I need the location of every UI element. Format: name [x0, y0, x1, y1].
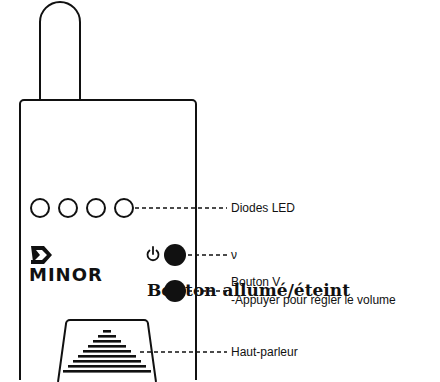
callout-label: Bouton V: [231, 275, 280, 289]
callout-label: ν: [231, 248, 237, 262]
brand-logo: MINOR: [29, 265, 103, 285]
led: [87, 199, 105, 217]
led: [31, 199, 49, 217]
leader-lines: [135, 208, 227, 352]
speaker-bars: [63, 330, 151, 373]
callout-label: Diodes LED: [231, 201, 295, 215]
led: [59, 199, 77, 217]
logo-mark: [31, 246, 52, 264]
speaker-grille: [58, 320, 156, 382]
led: [115, 199, 133, 217]
power-symbol: [148, 247, 159, 260]
power-button: [164, 244, 186, 266]
callout-label: Haut-parleur: [231, 345, 298, 359]
antenna: [40, 2, 80, 100]
callout-note: -Appuyer pour régler le volume: [231, 293, 396, 307]
housing: [20, 100, 196, 380]
